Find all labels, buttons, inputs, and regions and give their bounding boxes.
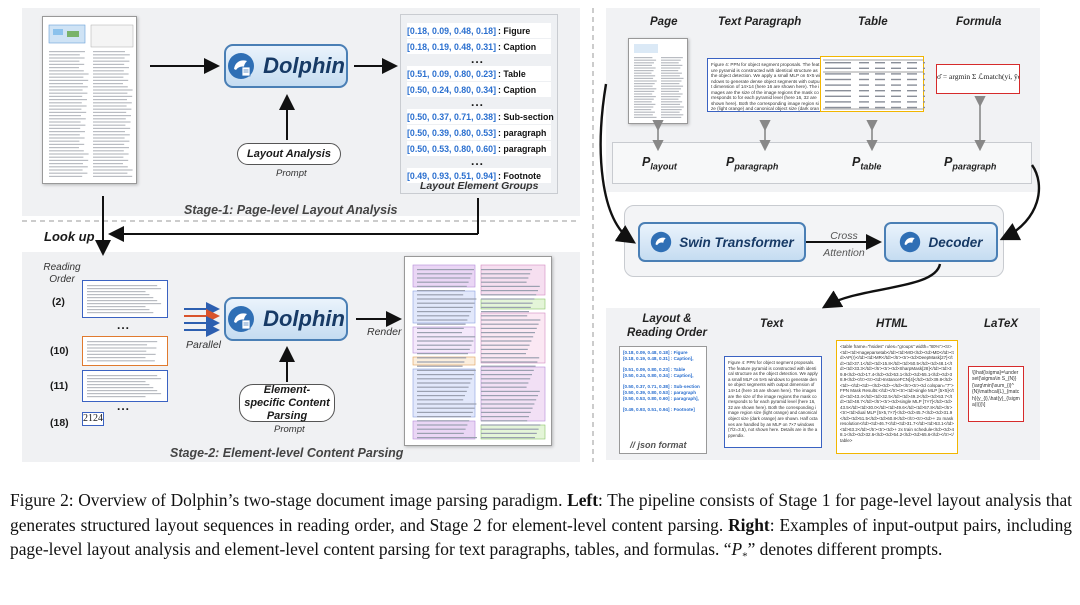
parallel-label: Parallel — [186, 339, 222, 351]
group-row: [0.50, 0.39, 0.80, 0.53]: paragraph — [407, 125, 551, 140]
swin-transformer-label: Swin Transformer — [679, 234, 794, 250]
stage2-label: Stage-2: Element-level Content Parsing — [170, 446, 404, 460]
arrow-decoder-to-output — [821, 263, 942, 309]
dolphin-model-stage2: Dolphin — [224, 297, 348, 341]
out-layout-row: [0.51, 0.09, 0.80, 0.23] : Table — [623, 367, 686, 372]
ellipsis: ... — [117, 318, 131, 332]
out-layout-row: [0.18, 0.09, 0.48, 0.18] : Figure — [623, 350, 688, 355]
layout-analysis-text: Layout Analysis — [247, 147, 331, 160]
out-layout-json: [0.18, 0.09, 0.48, 0.18] : Figure[0.18, … — [619, 346, 707, 454]
out-title-text: Text — [760, 318, 784, 330]
prompt-paragraph: Pparagraph — [726, 155, 779, 172]
title-text-paragraph: Text Paragraph — [718, 16, 802, 28]
json-format-label: // json format — [630, 440, 687, 450]
formula-display: σ̂ = argmin Σ ℒmatch(yi, ŷσ(i)) — [937, 72, 1019, 81]
out-layout-row: [0.50, 0.39, 0.80, 0.53] : paragraph — [623, 390, 697, 395]
element-crop-caption — [82, 370, 168, 402]
dolphin-logo-icon — [900, 231, 921, 253]
order-number: (2) — [52, 296, 65, 308]
prompt-row-box — [612, 142, 1032, 184]
example-formula: σ̂ = argmin Σ ℒmatch(yi, ŷσ(i)) — [936, 64, 1020, 94]
dolphin-label: Dolphin — [263, 53, 345, 78]
prompt-table: Ptable — [852, 155, 882, 172]
group-row: [0.50, 0.53, 0.80, 0.60]: paragraph — [407, 141, 551, 156]
out-layout-row: [0.50, 0.53, 0.80, 0.60] : paragraph], — [623, 396, 699, 401]
prompt-formula: Pparagraph — [944, 155, 997, 172]
layout-analysis-prompt: Layout Analysis — [237, 143, 341, 165]
swin-transformer-box: Swin Transformer — [638, 222, 806, 262]
input-page-thumbnail — [42, 16, 137, 184]
prompt-layout: Playout — [642, 155, 677, 172]
element-parsing-prompt: Element-specific Content Parsing — [239, 384, 335, 422]
out-title-layout: Layout & Reading Order — [627, 313, 707, 339]
dolphin-logo-icon — [228, 306, 255, 332]
ellipsis: ... — [117, 399, 131, 413]
group-row: [0.50, 0.24, 0.80, 0.34]: Caption — [407, 82, 551, 97]
title-page: Page — [650, 16, 678, 28]
order-number: (18) — [50, 417, 69, 429]
out-layout-row: [0.18, 0.19, 0.48, 0.31] : Caption], — [623, 356, 694, 361]
title-formula: Formula — [956, 16, 1002, 28]
decoder-box: Decoder — [884, 222, 998, 262]
decoder-label: Decoder — [928, 234, 983, 250]
dolphin-logo-icon — [228, 53, 255, 79]
arrow-input-to-swin — [599, 83, 637, 244]
element-parsing-text: Element-specific Content Parsing — [244, 383, 330, 422]
dolphin-logo-icon — [651, 231, 672, 253]
example-page — [628, 38, 688, 124]
ellipsis: ... — [471, 154, 485, 168]
ellipsis: ... — [471, 95, 485, 109]
group-row: [0.49, 0.93, 0.51, 0.94]: Footnote — [407, 168, 551, 183]
rendered-page — [404, 256, 552, 446]
layout-element-groups-title: Layout Element Groups — [420, 180, 539, 192]
layout-element-groups: [0.18, 0.09, 0.48, 0.18]: Figure [0.18, … — [400, 14, 558, 194]
out-title-html: HTML — [876, 318, 908, 330]
reading-order-label: Reading Order — [43, 262, 81, 285]
ellipsis: ... — [471, 52, 485, 66]
formula-glyph: 2124 — [83, 413, 103, 424]
page-thumbnail-art — [48, 24, 134, 177]
out-layout-row: [0.50, 0.37, 0.71, 0.38] : Sub-section — [623, 384, 700, 389]
cross-attention-label: Cross Attention — [823, 230, 865, 259]
out-title-latex: LaTeX — [984, 318, 1019, 330]
order-number: (10) — [50, 345, 69, 357]
out-html: <table frame="hsides" rules="groups" wid… — [836, 340, 958, 454]
example-text-paragraph: Figure 4: PPN for object segment proposa… — [707, 58, 824, 112]
group-row: [0.51, 0.09, 0.80, 0.23]: Table — [407, 66, 551, 81]
stage1-label: Stage-1: Page-level Layout Analysis — [184, 203, 398, 217]
rendered-page-art — [412, 264, 546, 440]
out-text: Figure 4: PPN for object segment proposa… — [724, 356, 822, 448]
group-row: [0.18, 0.09, 0.48, 0.18]: Figure — [407, 23, 551, 38]
prompt-caption-1: Prompt — [276, 168, 307, 179]
group-row: [0.50, 0.37, 0.71, 0.38]: Sub-section — [407, 109, 554, 124]
arrow-prompt-to-decoder — [999, 164, 1041, 241]
figure-caption: Figure 2: Overview of Dolphin’s two-stag… — [10, 490, 1073, 563]
out-layout-row: [0.50, 0.24, 0.80, 0.34] : Caption], — [623, 373, 694, 378]
prompt-caption-2: Prompt — [274, 424, 305, 435]
element-crop-paragraph — [82, 280, 168, 318]
element-crop-formula: 2124 — [82, 412, 104, 426]
title-table: Table — [858, 16, 888, 28]
order-number: (11) — [50, 380, 69, 392]
dolphin-model-stage1: Dolphin — [224, 44, 348, 88]
element-crop-table — [82, 336, 168, 366]
out-latex: \[\hat{\sigma}=\underset{\sigma\in S_{N}… — [968, 366, 1024, 422]
look-up-label: Look up — [44, 229, 95, 244]
dolphin-label: Dolphin — [263, 306, 345, 331]
render-label: Render — [367, 326, 402, 338]
out-layout-row: [0.49, 0.93, 0.51, 0.94] : Footnote] — [623, 407, 695, 412]
group-row: [0.18, 0.19, 0.48, 0.31]: Caption — [407, 39, 551, 54]
